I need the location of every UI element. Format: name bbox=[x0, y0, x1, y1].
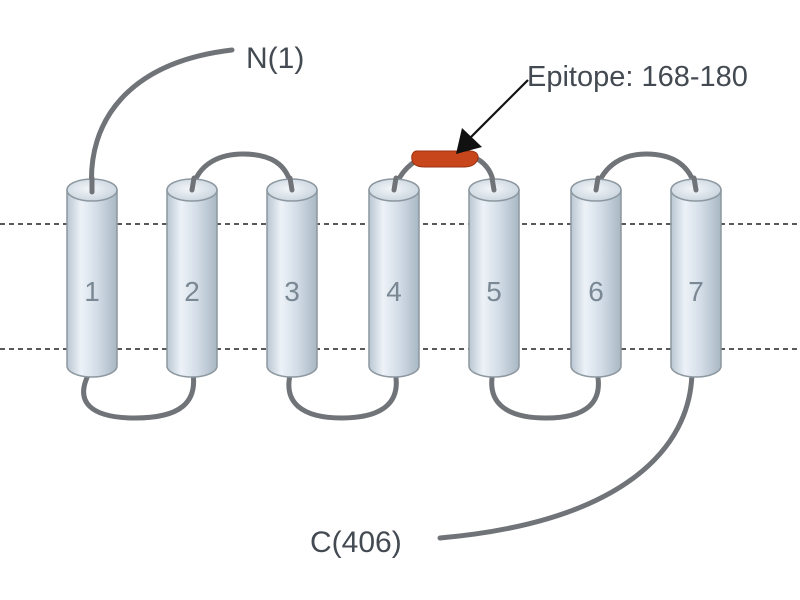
n-terminal-tail bbox=[88, 47, 235, 195]
helix-number-label: 4 bbox=[386, 276, 402, 307]
helix-body bbox=[166, 189, 218, 378]
helix-body bbox=[670, 189, 722, 378]
loops bbox=[81, 47, 699, 541]
extracellular-loop-3 bbox=[593, 151, 699, 193]
helix-number-label: 6 bbox=[588, 276, 604, 307]
loop-entry-points bbox=[89, 175, 699, 195]
helix-2: 2 bbox=[166, 178, 218, 378]
c-terminal-tail bbox=[437, 367, 695, 541]
helix-number-label: 7 bbox=[688, 276, 704, 307]
helix-1: 1 bbox=[66, 178, 118, 378]
helix-number-label: 2 bbox=[184, 276, 200, 307]
intracellular-loop-1 bbox=[81, 365, 196, 421]
n-terminus-label: N(1) bbox=[246, 42, 304, 75]
helix-5: 5 bbox=[468, 178, 520, 378]
helix-number-label: 1 bbox=[84, 276, 100, 307]
helix-body bbox=[468, 189, 520, 378]
helix-body bbox=[266, 189, 318, 378]
intracellular-loop-3 bbox=[489, 365, 601, 421]
helix-7: 7 bbox=[670, 178, 722, 378]
helix-body bbox=[368, 189, 420, 378]
helix-number-label: 5 bbox=[486, 276, 502, 307]
epitope-label: Epitope: 168-180 bbox=[527, 61, 748, 93]
loop-entry bbox=[189, 175, 197, 193]
helix-body bbox=[570, 189, 622, 378]
loop-entry bbox=[691, 175, 699, 193]
epitope-marker bbox=[411, 150, 479, 168]
epitope-arrow bbox=[456, 79, 529, 154]
loop-entry bbox=[287, 175, 295, 193]
loop-entry bbox=[391, 175, 399, 193]
c-terminus-label: C(406) bbox=[310, 526, 402, 559]
loop-entry bbox=[489, 175, 497, 193]
helix-4: 4 bbox=[368, 178, 420, 378]
helix-number-label: 3 bbox=[284, 276, 300, 307]
transmembrane-helices: 1 2 3 4 5 6 7 bbox=[66, 175, 722, 378]
intracellular-loop-2 bbox=[286, 365, 399, 421]
helix-6: 6 bbox=[570, 178, 622, 378]
extracellular-loop-1 bbox=[189, 151, 295, 193]
helix-3: 3 bbox=[266, 178, 318, 378]
loop-entry bbox=[593, 175, 601, 193]
helix-body bbox=[66, 189, 118, 378]
